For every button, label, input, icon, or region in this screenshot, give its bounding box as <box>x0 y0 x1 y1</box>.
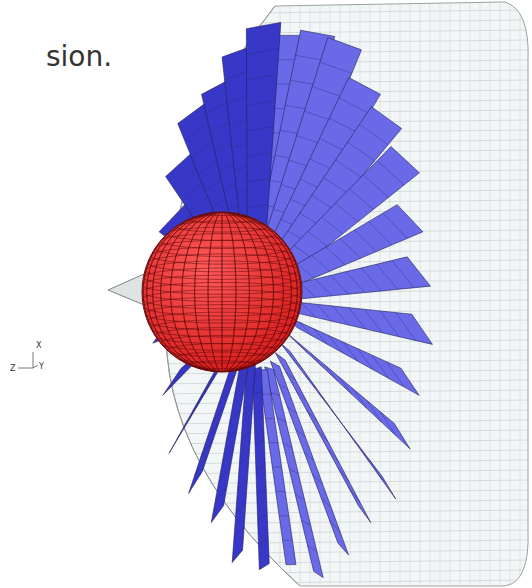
blade <box>285 301 432 344</box>
slide-text: sion. <box>46 40 112 73</box>
axis-label: X <box>36 341 41 350</box>
axis-triad <box>18 352 38 368</box>
blade <box>285 257 431 299</box>
red-sphere <box>142 212 302 372</box>
blade <box>252 367 269 570</box>
axis-label: Z <box>10 364 15 373</box>
axis-label: Y <box>39 362 44 371</box>
blade <box>246 22 280 233</box>
blade <box>285 316 419 396</box>
